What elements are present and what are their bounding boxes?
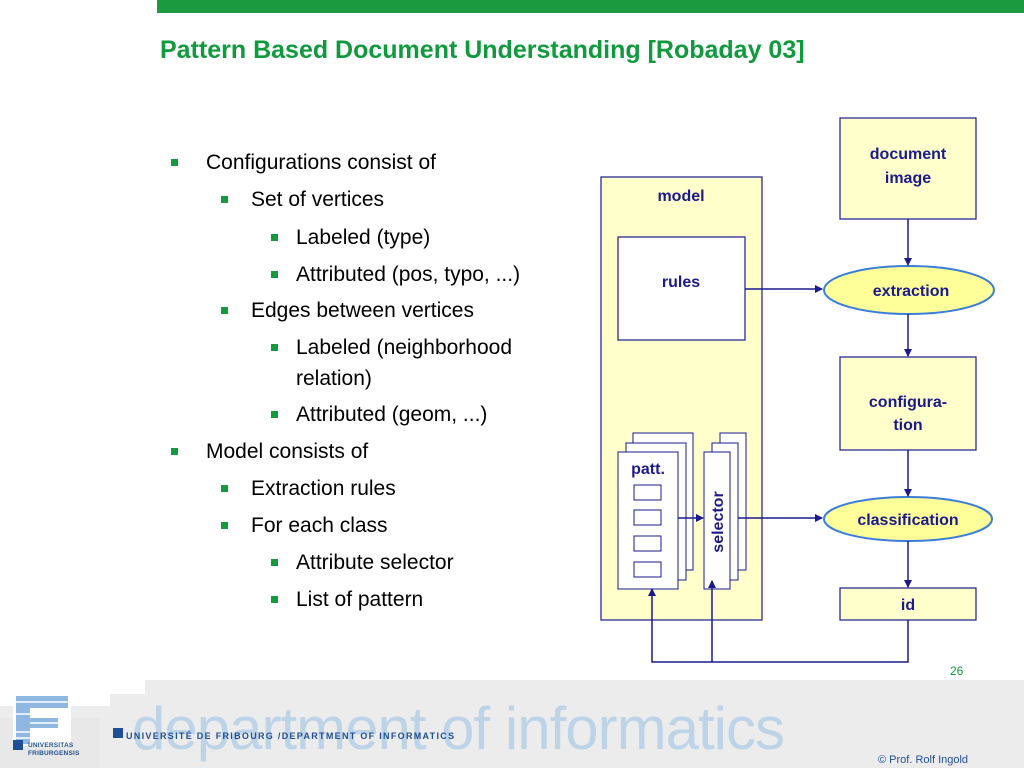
classification-label: classification bbox=[857, 512, 958, 529]
bullet-item: Labeled (neighborhood bbox=[271, 336, 513, 360]
configuration-line2: tion bbox=[893, 417, 922, 434]
model-label: model bbox=[657, 188, 704, 205]
bullet-marker bbox=[271, 344, 278, 351]
document-image-line1: document bbox=[870, 146, 947, 163]
bullet-marker bbox=[271, 234, 278, 241]
pattern-slot bbox=[633, 509, 662, 526]
bullet-item: Configurations consist of bbox=[171, 151, 436, 175]
bullet-item: Edges between vertices bbox=[221, 299, 474, 323]
bullet-item: Set of vertices bbox=[221, 188, 385, 212]
bullet-item: Attributed (pos, typo, ...) bbox=[271, 263, 521, 287]
department-wordmark: department of informatics bbox=[132, 695, 785, 762]
extraction-oval bbox=[823, 265, 995, 315]
top-accent-bar bbox=[157, 0, 1024, 13]
bullet-marker bbox=[271, 559, 278, 566]
bullet-text: For each class bbox=[251, 514, 388, 537]
id-label: id bbox=[901, 597, 915, 614]
bullet-item: For each class bbox=[221, 514, 388, 538]
bullet-text: Extraction rules bbox=[251, 477, 396, 500]
bullet-text: Attribute selector bbox=[296, 551, 454, 574]
university-logo bbox=[13, 694, 71, 746]
bullet-text: Labeled (type) bbox=[296, 226, 431, 249]
pattern-slot bbox=[633, 484, 662, 501]
university-square-icon bbox=[113, 728, 123, 738]
logo-square bbox=[13, 740, 23, 750]
configuration-box bbox=[839, 356, 977, 451]
bullet-text: Configurations consist of bbox=[206, 151, 436, 174]
model-diagram: model rules patt. selector document imag… bbox=[600, 117, 995, 663]
bullet-marker bbox=[221, 485, 228, 492]
bullet-text: Labeled (neighborhood bbox=[296, 336, 513, 359]
pattern-slot bbox=[633, 535, 662, 552]
document-image-box bbox=[839, 117, 977, 220]
logo-text-line2: FRIBURGENSIS bbox=[28, 750, 80, 757]
bullet-marker bbox=[271, 411, 278, 418]
bullet-item: Attribute selector bbox=[271, 551, 454, 575]
bullet-item: Attributed (geom, ...) bbox=[271, 403, 488, 427]
bullet-continuation: relation) bbox=[296, 367, 372, 391]
selector-label: selector bbox=[710, 491, 727, 552]
id-box bbox=[839, 587, 977, 621]
rules-box bbox=[617, 236, 746, 341]
footer-band bbox=[0, 680, 1024, 768]
bullet-text: Model consists of bbox=[206, 440, 369, 463]
copyright: © Prof. Rolf Ingold bbox=[878, 754, 969, 766]
bullet-text: Edges between vertices bbox=[251, 299, 474, 322]
footer-background bbox=[0, 680, 1024, 768]
bullet-item: List of pattern bbox=[271, 588, 424, 612]
page-number: 26 bbox=[950, 664, 964, 678]
bullet-item: Extraction rules bbox=[221, 477, 396, 501]
pattern-slot bbox=[633, 561, 662, 578]
bullet-list: Configurations consist of Set of vertice… bbox=[0, 0, 600, 640]
bullet-marker bbox=[221, 196, 228, 203]
bullet-marker bbox=[171, 159, 178, 166]
document-image-line2: image bbox=[885, 170, 931, 187]
bullet-marker bbox=[221, 307, 228, 314]
slide-title: Pattern Based Document Understanding [Ro… bbox=[160, 36, 805, 64]
bullet-text: Attributed (pos, typo, ...) bbox=[296, 263, 521, 286]
selector-card-front bbox=[703, 451, 731, 590]
bullet-text: relation) bbox=[296, 367, 372, 390]
feedback-line-to-patterns bbox=[648, 588, 909, 663]
bullet-marker bbox=[271, 596, 278, 603]
bullet-text: List of pattern bbox=[296, 588, 424, 611]
bullet-item: Labeled (type) bbox=[271, 226, 431, 250]
bullet-marker bbox=[171, 448, 178, 455]
patt-label: patt. bbox=[631, 461, 665, 478]
logo-text-line1: UNIVERSITAS bbox=[28, 742, 74, 749]
extraction-label: extraction bbox=[873, 283, 949, 300]
rules-label: rules bbox=[662, 274, 700, 291]
bullet-text: Set of vertices bbox=[251, 188, 385, 211]
logo-pattern bbox=[16, 701, 68, 739]
bullet-item: Model consists of bbox=[171, 440, 369, 464]
university-name: UNIVERSITÉ DE FRIBOURG /DEPARTMENT OF IN… bbox=[126, 731, 456, 741]
bullet-text: Attributed (geom, ...) bbox=[296, 403, 488, 426]
bullet-marker bbox=[221, 522, 228, 529]
configuration-line1: configura- bbox=[869, 394, 947, 411]
bullet-marker bbox=[271, 271, 278, 278]
